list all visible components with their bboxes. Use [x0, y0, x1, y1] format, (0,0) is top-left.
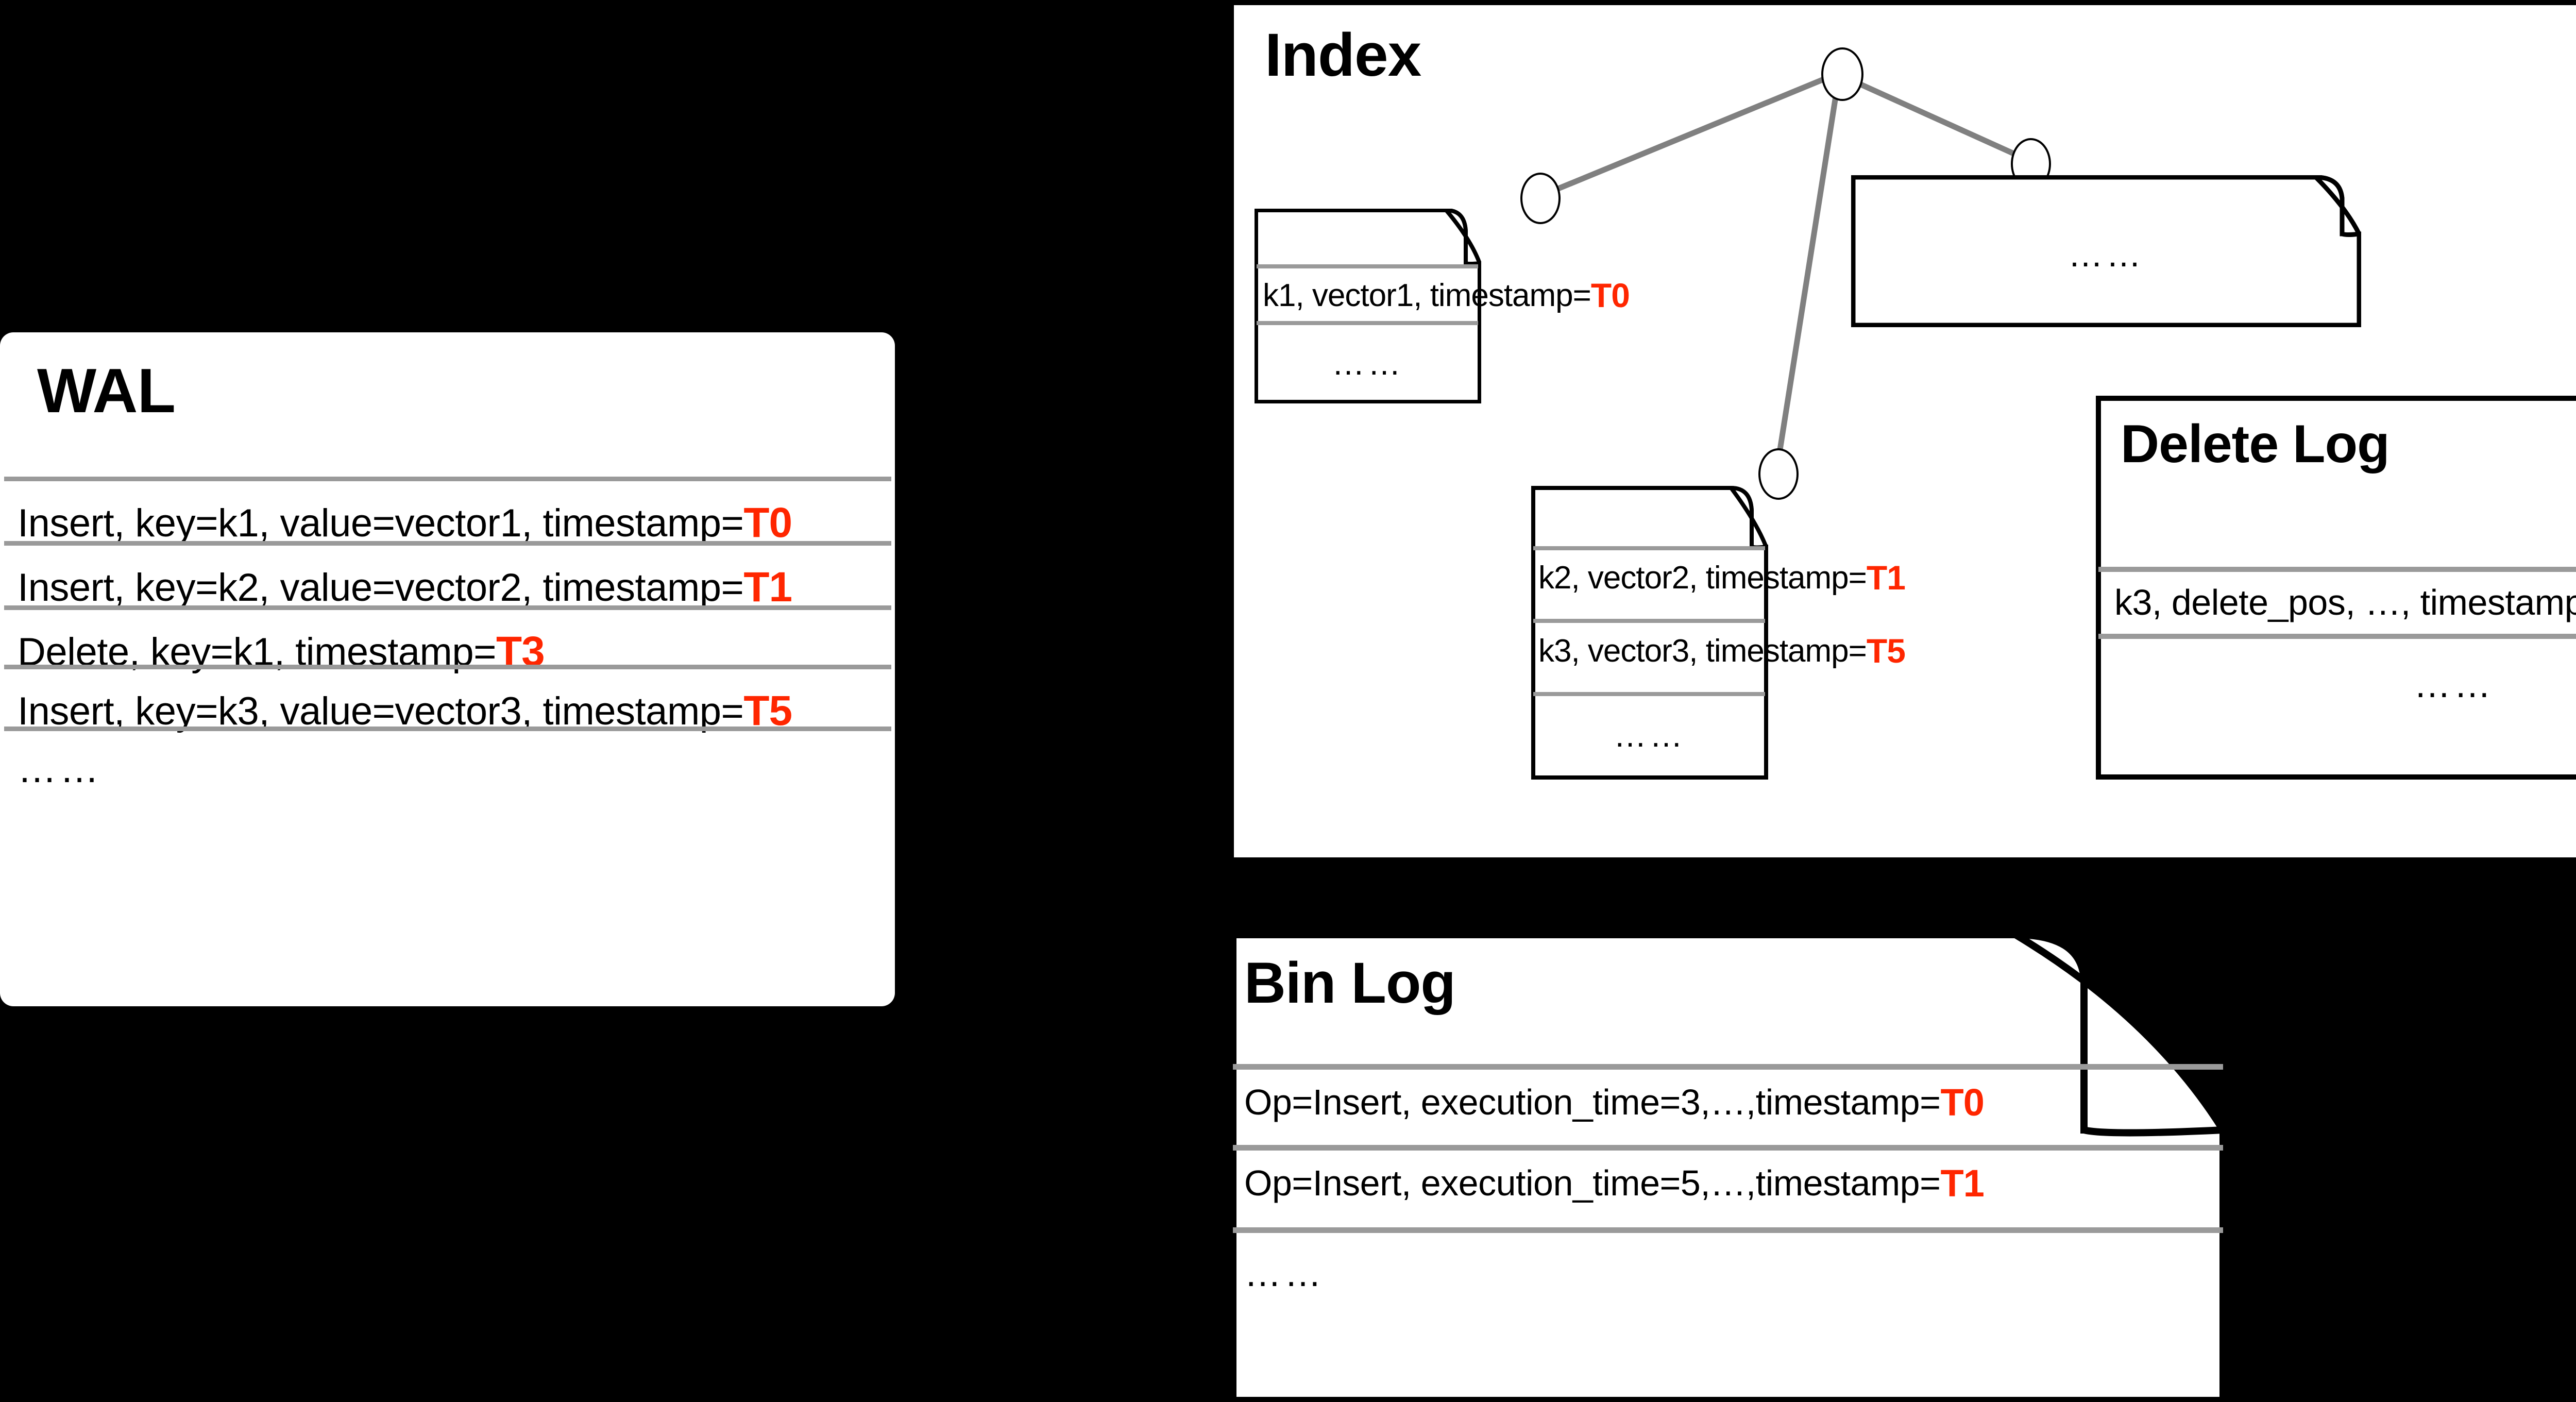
bin-log-row-1-text: Op=Insert, execution_time=3,…,timestamp=	[1244, 1082, 1941, 1122]
index-k1-row-1-timestamp: T0	[1590, 276, 1630, 314]
document-shape-icon	[1531, 486, 1768, 780]
wal-divider-3	[4, 605, 891, 610]
bin-log-row-2: Op=Insert, execution_time=5,…,timestamp=…	[1244, 1160, 1985, 1206]
bin-log-row-1-timestamp: T0	[1940, 1080, 1985, 1124]
bin-log-row-1: Op=Insert, execution_time=3,…,timestamp=…	[1244, 1079, 1985, 1125]
bin-log-row-2-text: Op=Insert, execution_time=5,…,timestamp=	[1244, 1163, 1941, 1203]
index-k2k3-row-2-timestamp: T5	[1866, 632, 1906, 670]
wal-row-1: Insert, key=k1, value=vector1, timestamp…	[18, 495, 792, 551]
index-k2k3-row-1: k2, vector2, timestamp=T1	[1538, 557, 1906, 598]
bottom-child-node[interactable]	[1758, 448, 1799, 500]
root-node[interactable]	[1821, 47, 1863, 101]
index-panel: Index k1, vector1, timestamp=T0 ……	[1234, 5, 2576, 857]
index-title: Index	[1265, 21, 1421, 89]
wal-row-5-ellipsis: ……	[18, 747, 102, 791]
index-k1-row-1-text: k1, vector1, timestamp=	[1263, 277, 1591, 313]
index-k2k3-row-1-timestamp: T1	[1866, 559, 1906, 597]
index-k1-divider-2	[1257, 321, 1478, 325]
bin-log-divider-2	[1233, 1145, 2223, 1151]
index-k2k3-divider-3	[1533, 692, 1765, 696]
document-shape-icon	[1230, 932, 2227, 1402]
index-leaf-ellipsis-text: ……	[2068, 235, 2144, 274]
delete-log-row-2-ellipsis: ……	[2414, 664, 2494, 705]
index-k2k3-row-2: k3, vector3, timestamp=T5	[1538, 630, 1906, 671]
index-leaf-k1: k1, vector1, timestamp=T0 ……	[1255, 209, 1630, 403]
index-k2k3-row-3-ellipsis: ……	[1614, 717, 1686, 754]
delete-log-divider-1	[2098, 567, 2576, 572]
wal-row-4-timestamp: T5	[743, 687, 792, 734]
wal-divider-4	[4, 665, 891, 669]
document-shape-icon	[1851, 175, 2361, 327]
delete-log-box: Delete Log k3, delete_pos, …, timestamp=…	[2096, 396, 2576, 780]
index-k2k3-row-2-text: k3, vector3, timestamp=	[1538, 633, 1867, 669]
bin-log-divider-1	[1233, 1064, 2223, 1070]
index-tree-edges	[1534, 72, 2029, 473]
delete-log-title: Delete Log	[2121, 414, 2390, 474]
wal-panel: WAL Insert, key=k1, value=vector1, times…	[0, 332, 895, 1006]
wal-row-3: Delete, key=k1, timestamp=T3	[18, 623, 545, 680]
bin-log-title: Bin Log	[1244, 951, 1456, 1015]
wal-row-2: Insert, key=k2, value=vector2, timestamp…	[18, 559, 792, 616]
index-leaf-k2k3: k2, vector2, timestamp=T1 k3, vector3, t…	[1531, 486, 1906, 780]
index-k1-divider-1	[1257, 264, 1478, 268]
index-k2k3-divider-1	[1533, 546, 1765, 550]
wal-row-1-timestamp: T0	[743, 499, 792, 546]
bin-log-divider-3	[1233, 1227, 2223, 1233]
bin-log-row-2-timestamp: T1	[1940, 1161, 1985, 1205]
wal-title: WAL	[37, 356, 176, 426]
document-shape-icon	[2096, 396, 2576, 780]
wal-divider-5	[4, 727, 891, 731]
wal-row-1-text: Insert, key=k1, value=vector1, timestamp…	[18, 501, 744, 545]
document-shape-icon	[1255, 209, 1481, 403]
index-leaf-ellipsis: ……	[1851, 175, 2361, 327]
wal-row-4-text: Insert, key=k3, value=vector3, timestamp…	[18, 689, 744, 733]
delete-log-row-1: k3, delete_pos, …, timestamp=T3	[2114, 579, 2576, 626]
wal-divider-1	[4, 477, 891, 481]
delete-log-row-1-text: k3, delete_pos, …, timestamp=	[2114, 582, 2576, 622]
wal-row-2-timestamp: T1	[743, 564, 792, 611]
left-child-node[interactable]	[1520, 173, 1561, 224]
index-k1-row-1: k1, vector1, timestamp=T0	[1263, 275, 1630, 316]
wal-row-4: Insert, key=k3, value=vector3, timestamp…	[18, 683, 792, 739]
index-k2k3-divider-2	[1533, 619, 1765, 623]
wal-row-2-text: Insert, key=k2, value=vector2, timestamp…	[18, 565, 744, 610]
delete-log-divider-2	[2098, 634, 2576, 639]
bin-log-box: Bin Log Op=Insert, execution_time=3,…,ti…	[1230, 932, 2227, 1402]
bin-log-row-3-ellipsis: ……	[1244, 1253, 1325, 1294]
index-k1-row-2-ellipsis: ……	[1332, 345, 1404, 382]
wal-divider-2	[4, 541, 891, 546]
index-k2k3-row-1-text: k2, vector2, timestamp=	[1538, 560, 1867, 596]
